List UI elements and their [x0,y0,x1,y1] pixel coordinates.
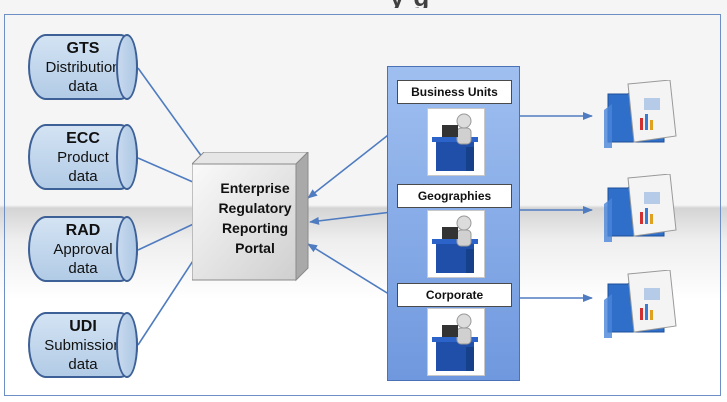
source-ecc: ECC Product data [28,124,138,190]
source-line: data [68,167,98,185]
report-folder-icon [604,79,684,150]
unit-corporate-label: Corporate [397,283,512,307]
report-folder-icon [604,173,684,244]
source-line: Distribution [45,58,121,76]
portal-line: Reporting [221,220,289,236]
source-title: RAD [65,221,101,239]
diagram-frame [4,14,721,396]
portal-line: Regulatory [218,200,292,216]
source-gts: GTS Distribution data [28,34,138,100]
arrow-ecc-to-portal [137,157,203,187]
cylinder-cap [116,216,138,282]
portal-cube [192,152,309,282]
source-line: Submission [44,336,122,354]
user-at-desk-icon [427,108,485,176]
portal-line: Portal [235,240,275,256]
report-folder-icon [604,269,684,340]
arrow-rad-to-portal [137,219,203,251]
source-line: Product [57,148,109,166]
source-udi: UDI Submission data [28,312,138,378]
source-line: data [68,259,98,277]
cylinder-cap [116,124,138,190]
source-title: GTS [66,39,100,57]
source-line: data [68,355,98,373]
unit-business-units-label: Business Units [397,80,512,104]
title-fragment: y g [300,0,520,8]
cylinder-cap [116,34,138,100]
arrow-business-to-portal [307,131,393,199]
source-title: UDI [69,317,97,335]
arrow-geographies-to-portal [309,211,393,225]
user-at-desk-icon [427,210,485,278]
portal-label: Enterprise Regulatory Reporting Portal [200,178,310,258]
arrow-gts-to-portal [137,67,211,169]
source-line: data [68,77,98,95]
unit-geographies-label: Geographies [397,184,512,208]
cylinder-cap [116,312,138,378]
source-title: ECC [66,129,100,147]
user-at-desk-icon [427,308,485,376]
source-line: Approval [53,240,113,258]
arrow-corporate-to-portal [307,243,393,297]
source-rad: RAD Approval data [28,216,138,282]
portal-line: Enterprise [220,180,290,196]
